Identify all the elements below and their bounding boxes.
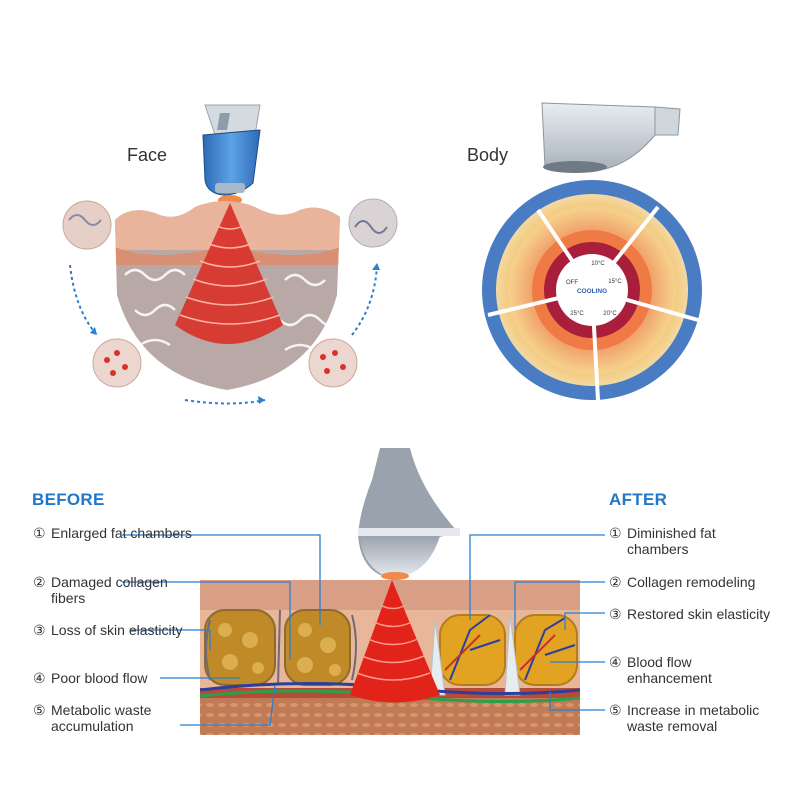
before-item-5: ⑤ Metabolic waste accumulation [33, 702, 203, 734]
cycle-arrows [69, 264, 378, 405]
face-zoom-circles [62, 198, 398, 388]
after-item-2: ② Collagen remodeling [609, 574, 779, 590]
after-item-4-text: Blood flow enhancement [627, 654, 712, 686]
after-item-1: ① Diminished fat chambers [609, 525, 779, 557]
temp-off: OFF [566, 280, 578, 286]
before-item-3: ③ Loss of skin elasticity [33, 622, 203, 638]
face-treatment-illustration [62, 104, 398, 405]
before-item-2: ② Damaged collagen fibers [33, 574, 203, 606]
after-item-5-text: Increase in metabolic waste removal [627, 702, 760, 734]
temp-20: 20°C [603, 311, 617, 317]
bottom-heat-waves [350, 580, 440, 703]
after-item-5-number: ⑤ [609, 702, 622, 718]
cooling-label: COOLING [577, 288, 607, 295]
before-item-2-text: Damaged collagen fibers [51, 574, 168, 606]
after-item-2-text: Collagen remodeling [627, 574, 756, 590]
after-item-5: ⑤ Increase in metabolic waste removal [609, 702, 779, 734]
after-item-1-number: ① [609, 525, 622, 541]
bottom-handpiece-icon [358, 448, 460, 580]
after-leader-lines [469, 534, 605, 711]
before-item-5-number: ⑤ [33, 702, 46, 718]
temp-25: 25°C [570, 311, 584, 317]
before-after-diagram [122, 448, 605, 735]
body-label: Body [467, 145, 509, 165]
before-item-2-number: ② [33, 574, 46, 590]
temp-15: 15°C [608, 279, 622, 285]
before-item-5-text: Metabolic waste accumulation [51, 702, 152, 734]
before-heading: BEFORE [32, 490, 105, 509]
before-item-4-number: ④ [33, 670, 46, 686]
before-item-4-text: Poor blood flow [51, 670, 148, 686]
face-label: Face [127, 145, 168, 165]
after-item-4: ④ Blood flow enhancement [609, 654, 779, 686]
after-item-2-number: ② [609, 574, 622, 590]
face-handpiece-icon [202, 104, 261, 205]
before-item-1: ① Enlarged fat chambers [33, 525, 203, 541]
body-cooling-dial: COOLING 10°C 15°C 20°C 25°C OFF [482, 102, 702, 401]
body-handpiece-icon [541, 102, 681, 173]
after-item-4-number: ④ [609, 654, 622, 670]
after-heading: AFTER [609, 490, 668, 509]
after-item-1-text: Diminished fat chambers [627, 525, 716, 557]
before-item-4: ④ Poor blood flow [33, 670, 203, 686]
before-item-1-text: Enlarged fat chambers [51, 525, 192, 541]
before-item-3-text: Loss of skin elasticity [51, 622, 183, 638]
face-heat-waves [175, 203, 283, 344]
after-item-3-number: ③ [609, 606, 622, 622]
after-item-3-text: Restored skin elasticity [627, 606, 771, 622]
before-leader-lines [122, 534, 321, 726]
temp-10: 10°C [591, 261, 605, 267]
before-item-3-number: ③ [33, 622, 46, 638]
after-item-3: ③ Restored skin elasticity [609, 606, 779, 622]
before-item-1-number: ① [33, 525, 46, 541]
